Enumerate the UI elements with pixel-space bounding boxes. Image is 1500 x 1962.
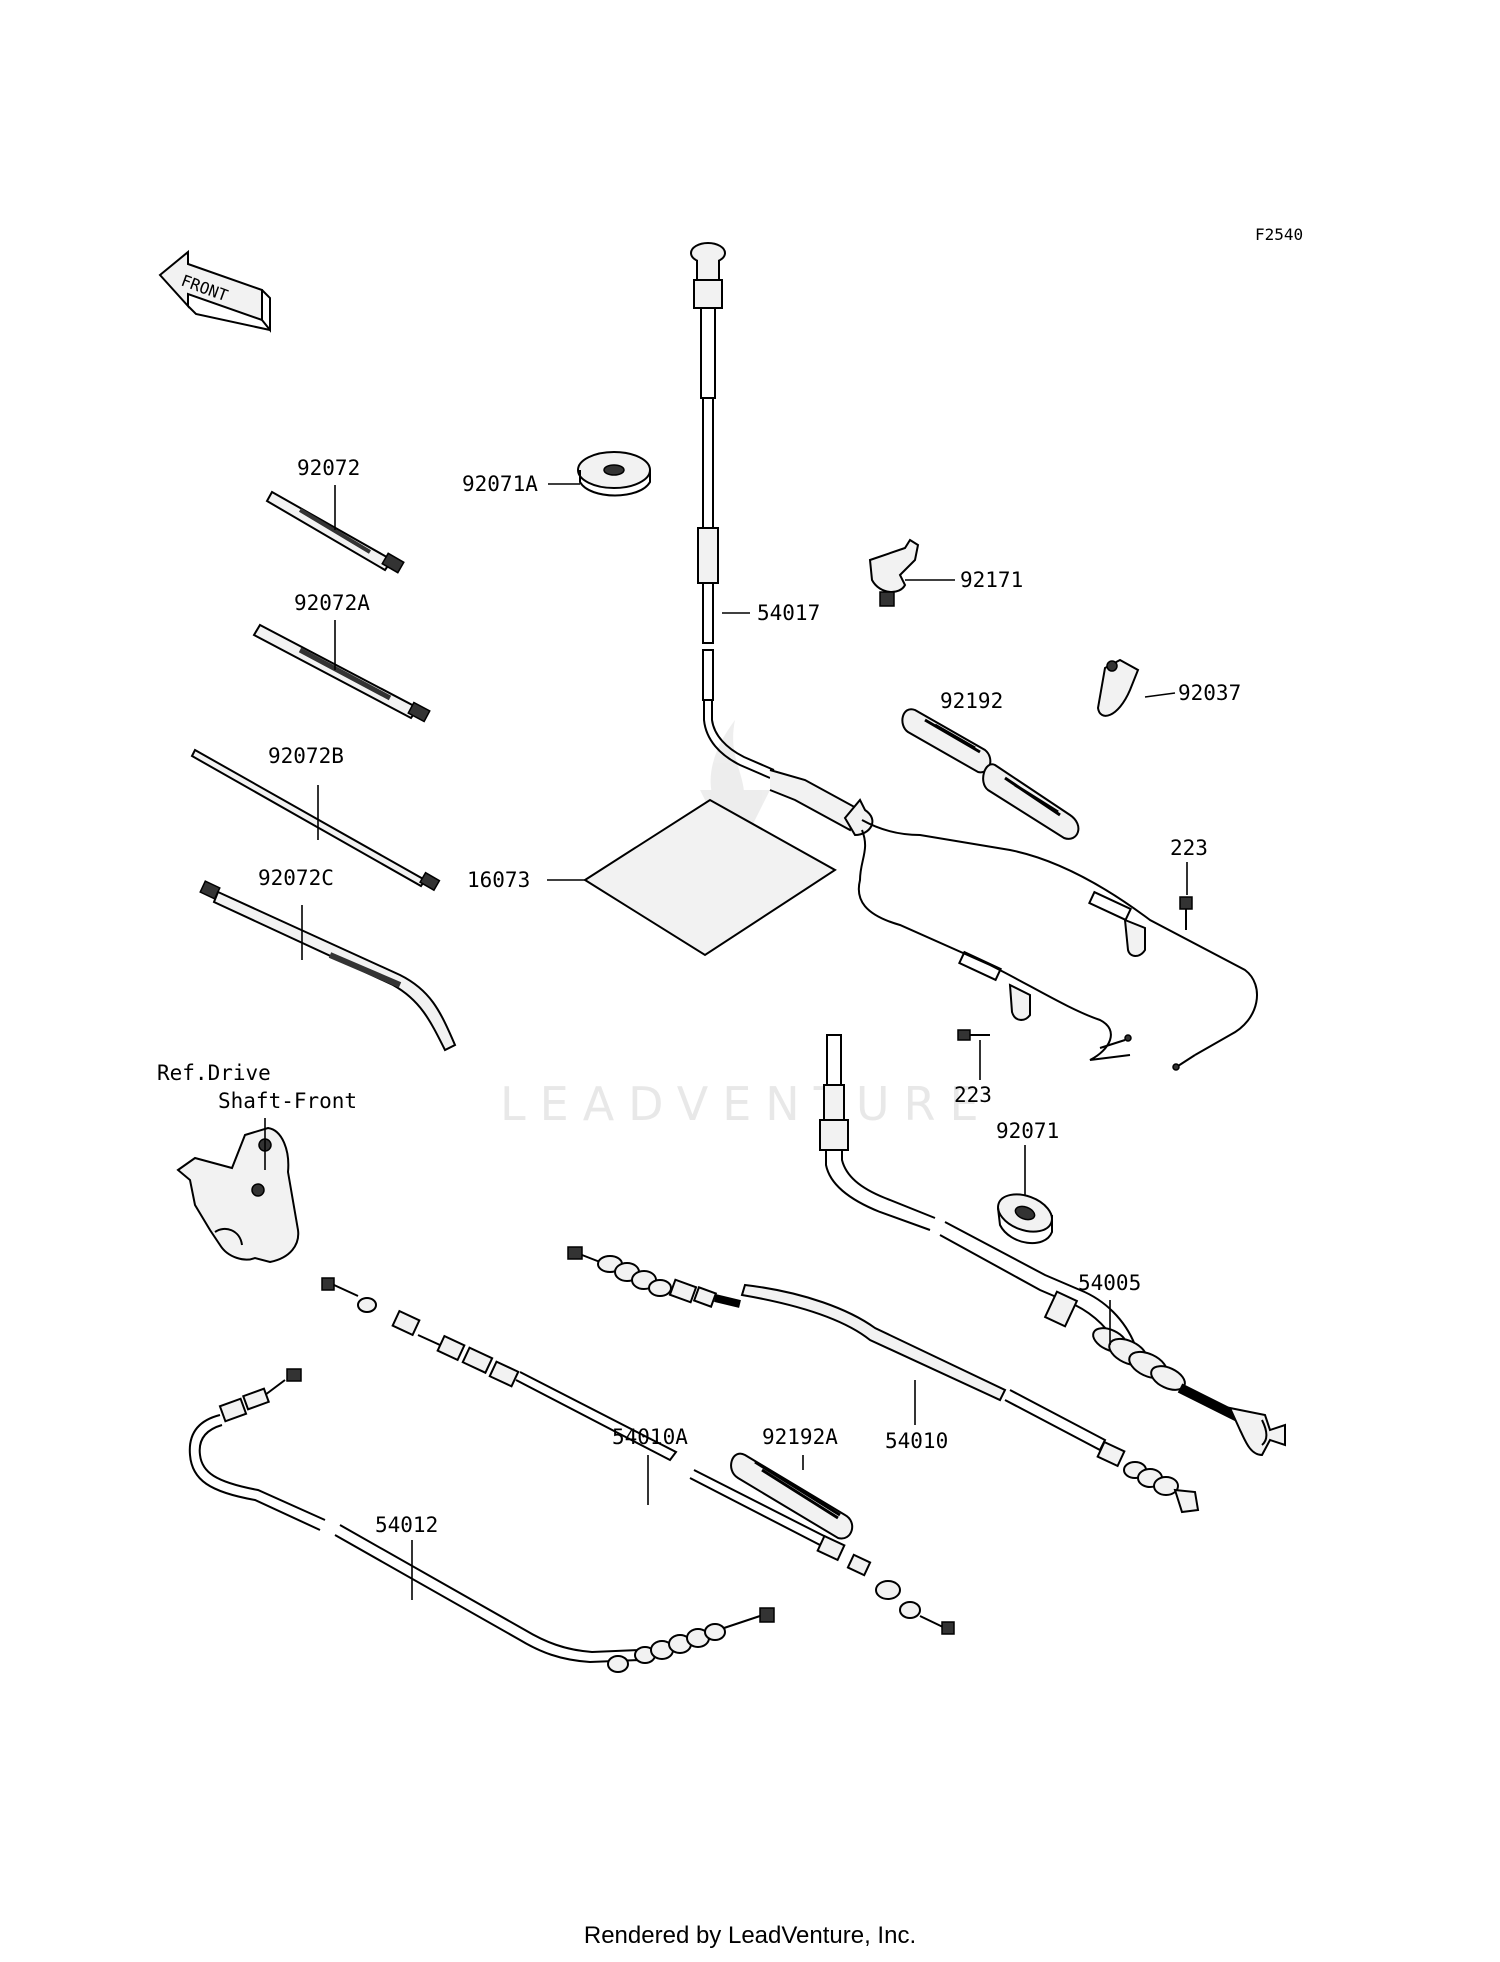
footer-credit: Rendered by LeadVenture, Inc. — [583, 1922, 917, 1949]
label-92171: 92171 — [960, 568, 1023, 592]
watermark: LEADVENTURE — [500, 720, 993, 1131]
label-223-top: 223 — [1170, 836, 1208, 860]
label-54012: 54012 — [375, 1513, 438, 1537]
screw-223-bottom — [957, 1029, 990, 1041]
cable-54010A — [321, 1277, 955, 1635]
clamp-92037 — [1096, 658, 1140, 717]
label-92037: 92037 — [1178, 681, 1241, 705]
watermark-text: LEADVENTURE — [500, 1077, 993, 1131]
leader-lines — [264, 483, 1188, 1600]
diagram-code: F2540 — [1255, 225, 1303, 244]
label-54005: 54005 — [1078, 1271, 1141, 1295]
cable-54010 — [567, 1246, 1200, 1514]
grommet-92071A — [577, 451, 651, 497]
cable-54005 — [819, 1034, 1286, 1457]
cable-tie-92072C — [199, 880, 457, 1052]
drive-shaft-bracket — [176, 1126, 300, 1264]
label-54010A: 54010A — [612, 1425, 688, 1449]
label-54017: 54017 — [757, 601, 820, 625]
protector-92192A — [730, 1452, 854, 1540]
front-arrow-icon: FRONT — [158, 249, 271, 333]
choke-cable-54017 — [690, 242, 1258, 1071]
clamp-92171 — [868, 538, 920, 607]
protector-92192 — [901, 708, 1080, 840]
label-92192A: 92192A — [762, 1425, 838, 1449]
label-92072: 92072 — [297, 456, 360, 480]
reference-note-line1: Ref.Drive — [157, 1061, 271, 1085]
reference-note-line2: Shaft-Front — [218, 1089, 357, 1113]
label-92072C: 92072C — [258, 866, 334, 890]
label-92072A: 92072A — [294, 591, 370, 615]
cable-tie-92072B — [190, 748, 441, 892]
label-223-bottom: 223 — [954, 1083, 992, 1107]
label-92192: 92192 — [940, 689, 1003, 713]
screw-223-top — [1179, 896, 1193, 930]
cable-tie-92072A — [252, 623, 431, 723]
cable-54012 — [188, 1368, 775, 1673]
label-92071: 92071 — [996, 1119, 1059, 1143]
label-92071A: 92071A — [462, 472, 538, 496]
cable-tie-92072 — [265, 490, 405, 574]
grommet-92071 — [997, 1193, 1053, 1245]
label-92072B: 92072B — [268, 744, 344, 768]
label-54010: 54010 — [885, 1429, 948, 1453]
sheet-16073 — [583, 798, 837, 957]
label-16073: 16073 — [467, 868, 530, 892]
